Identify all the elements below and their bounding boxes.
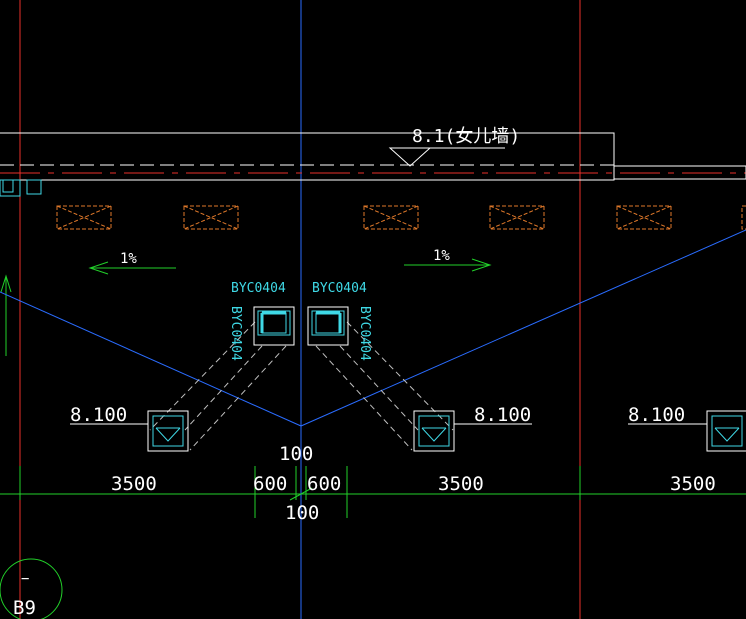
span-dimension-left: 3500 (111, 473, 157, 495)
roof-equipment-row (56, 205, 746, 230)
gap-dimension-top: 100 (279, 443, 313, 465)
slope-label-right: 1% (433, 248, 450, 264)
slope-arrow-left (88, 261, 176, 275)
rain-pipe-box-right (706, 410, 746, 452)
half-dimension-right: 600 (307, 473, 341, 495)
span-dimension-mid: 3500 (438, 473, 484, 495)
outlet-code-right-vertical: BYC0404 (357, 306, 372, 361)
elevation-label-right: 8.100 (628, 404, 685, 426)
grid-bubble (0, 558, 63, 619)
half-dimension-left: 600 (253, 473, 287, 495)
grid-bubble-label: B9 (13, 597, 36, 619)
rain-pipe-runs (149, 321, 454, 451)
parapet-elevation-marker (388, 147, 505, 167)
roof-outlet-right (307, 306, 349, 346)
slope-arrow-right (404, 258, 492, 272)
rain-pipe-box-left (147, 410, 189, 452)
outlet-code-left-vertical: BYC0404 (228, 306, 243, 361)
roof-outlet-left (253, 306, 295, 346)
grid-bubble-mark: − (21, 571, 29, 587)
gap-dimension-bottom: 100 (285, 502, 319, 524)
slope-label-left: 1% (120, 251, 137, 267)
outlet-code-right: BYC0404 (312, 281, 367, 296)
drainage-valley-lines (0, 229, 746, 427)
rain-pipe-box-mid (413, 410, 455, 452)
outlet-code-left: BYC0404 (231, 281, 286, 296)
span-dimension-right: 3500 (670, 473, 716, 495)
section-arrow (0, 274, 12, 356)
elevation-label-mid: 8.100 (474, 404, 531, 426)
parapet-label: 8.1(女儿墙) (412, 126, 520, 147)
elevation-label-left: 8.100 (70, 404, 127, 426)
dimension-chain (0, 466, 746, 518)
parapet-wall (0, 132, 746, 197)
